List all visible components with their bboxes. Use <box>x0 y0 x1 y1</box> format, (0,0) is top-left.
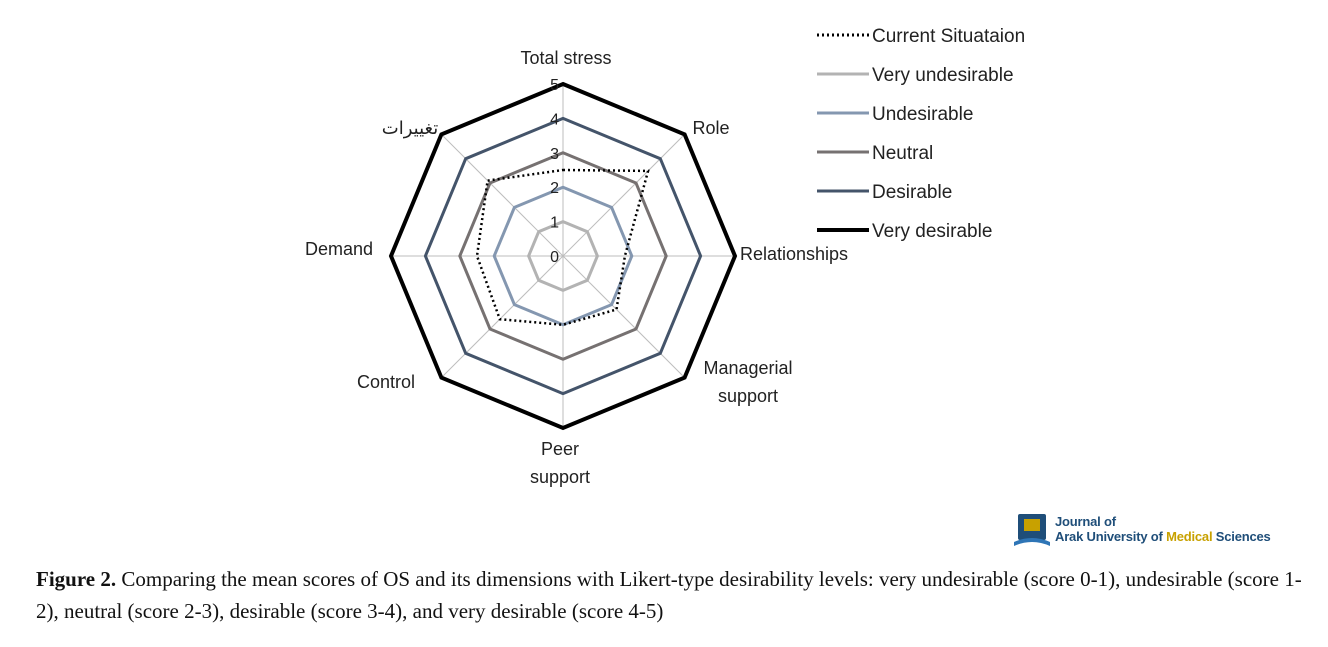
legend-label-1: Very undesirable <box>872 65 1014 86</box>
tick-label-2: 2 <box>550 180 559 197</box>
logo-line-2: Arak University of Medical Sciences <box>1055 529 1271 544</box>
legend-label-2: Undesirable <box>872 104 973 125</box>
journal-logo-icon <box>1014 514 1050 546</box>
axis-label-3-line-1: support <box>718 386 778 406</box>
axis-label-7-line-0: تغییرات <box>382 118 438 139</box>
axis-label-2-line-0: Relationships <box>740 244 848 264</box>
spoke-5 <box>441 255 564 378</box>
figure-caption: Figure 2. Comparing the mean scores of O… <box>36 563 1306 627</box>
axis-label-4-line-1: support <box>530 467 590 487</box>
spoke-1 <box>562 134 685 257</box>
axis-label-1-line-0: Role <box>692 118 729 138</box>
axis-label-3-line-0: Managerial <box>703 358 792 378</box>
axis-label-4: Peer support <box>530 439 590 487</box>
axis-label-4-line-0: Peer <box>541 439 579 459</box>
radar-chart: 0 1 2 3 4 5 Total stressRoleRelationshipsMana… <box>305 26 1025 487</box>
legend-label-3: Neutral <box>872 143 933 164</box>
logo-line-2b: Medical <box>1166 529 1213 544</box>
spoke-3 <box>562 255 685 378</box>
journal-logo <box>1012 510 1312 550</box>
tick-label-1: 1 <box>550 215 559 232</box>
tick-label-4: 4 <box>550 111 559 128</box>
tick-label-5: 5 <box>550 77 559 94</box>
tick-label-3: 3 <box>550 146 559 163</box>
series-undesirable <box>492 185 634 327</box>
spoke-7 <box>441 134 564 257</box>
axis-label-0: Total stress <box>520 48 611 68</box>
radar-series <box>388 81 738 431</box>
axis-label-6: Demand <box>305 239 373 259</box>
axis-label-6-line-0: Demand <box>305 239 373 259</box>
legend-label-4: Desirable <box>872 182 952 203</box>
axis-label-5-line-0: Control <box>357 372 415 392</box>
axis-label-3: Managerial support <box>703 358 792 406</box>
legend-label-0: Current Situataion <box>872 26 1025 47</box>
journal-logo-text: Journal of Arak University of Medical Sc… <box>1055 514 1271 544</box>
series-neutral <box>458 151 668 361</box>
caption-text: Comparing the mean scores of OS and its … <box>36 567 1302 623</box>
logo-line-2a: Arak University of <box>1055 529 1167 544</box>
logo-line-1: Journal of <box>1055 514 1116 529</box>
logo-line-2c: Sciences <box>1212 529 1271 544</box>
series-very-desirable <box>388 81 738 431</box>
axis-label-0-line-0: Total stress <box>520 48 611 68</box>
series-very-undesirable <box>526 219 600 293</box>
legend-label-5: Very desirable <box>872 221 992 242</box>
tick-label-0: 0 <box>550 249 559 266</box>
caption-label: Figure 2. <box>36 567 117 591</box>
axis-label-5: Control <box>357 372 415 392</box>
axis-label-1: Role <box>692 118 729 138</box>
series-desirable <box>423 116 703 396</box>
axis-label-7: تغییرات <box>382 118 438 139</box>
radar-ticks: 0 1 2 3 4 5 <box>550 77 559 266</box>
axis-label-2: Relationships <box>740 244 848 264</box>
radar-grid <box>391 84 735 428</box>
